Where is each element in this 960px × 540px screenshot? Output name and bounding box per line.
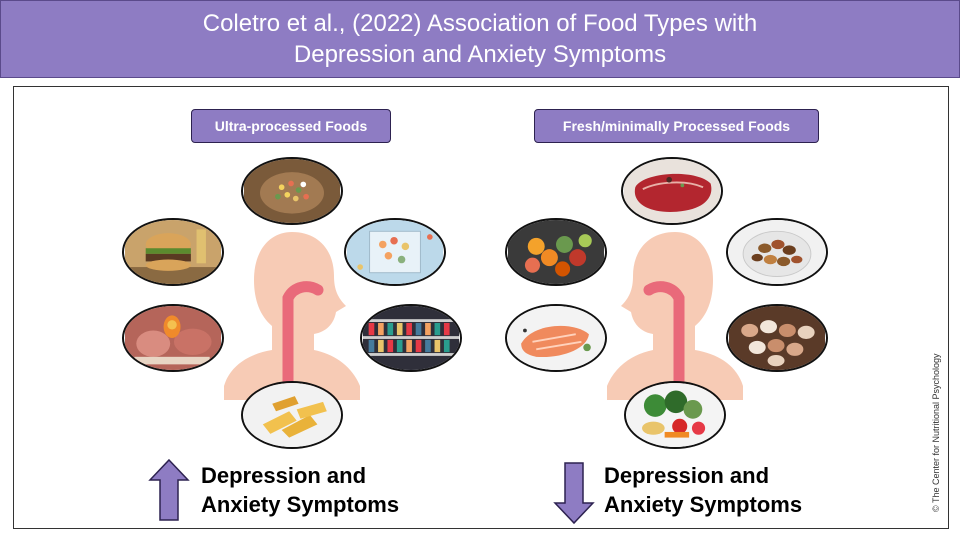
ultra-processed-effect-text: Depression and Anxiety Symptoms — [201, 461, 399, 519]
effect-line-2: Anxiety Symptoms — [604, 492, 803, 517]
copyright-credit: © The Center for Nutritional Psychology — [931, 353, 941, 512]
mixed-vegetables-image — [241, 157, 343, 225]
fresh-minimally-processed-label: Fresh/minimally Processed Foods — [534, 109, 819, 143]
salmon-image — [505, 304, 607, 372]
ultra-processed-label: Ultra-processed Foods — [191, 109, 391, 143]
effect-line-2: Anxiety Symptoms — [201, 492, 400, 517]
vegetables-image — [624, 381, 726, 449]
chips-image — [241, 381, 343, 449]
cereal-image — [344, 218, 446, 286]
nuts-image — [726, 218, 828, 286]
supermarket-drinks-image — [360, 304, 462, 372]
head-silhouette-left — [224, 232, 360, 400]
effect-line-1: Depression and — [201, 463, 367, 488]
effect-line-1: Depression and — [604, 463, 770, 488]
cold-cuts-platter-image — [122, 304, 224, 372]
title-line-2: Depression and Anxiety Symptoms — [293, 41, 667, 68]
decrease-arrow-icon — [553, 462, 595, 525]
title-line-1: Coletro et al., (2022) Association of Fo… — [202, 10, 758, 37]
title-banner: Coletro et al., (2022) Association of Fo… — [0, 0, 960, 78]
head-silhouette-right — [607, 232, 743, 400]
red-meat-image — [621, 157, 723, 225]
eggs-image — [726, 304, 828, 372]
fresh-foods-effect-text: Depression and Anxiety Symptoms — [604, 461, 802, 519]
increase-arrow-icon — [148, 458, 190, 521]
burger-image — [122, 218, 224, 286]
fruits-image — [505, 218, 607, 286]
